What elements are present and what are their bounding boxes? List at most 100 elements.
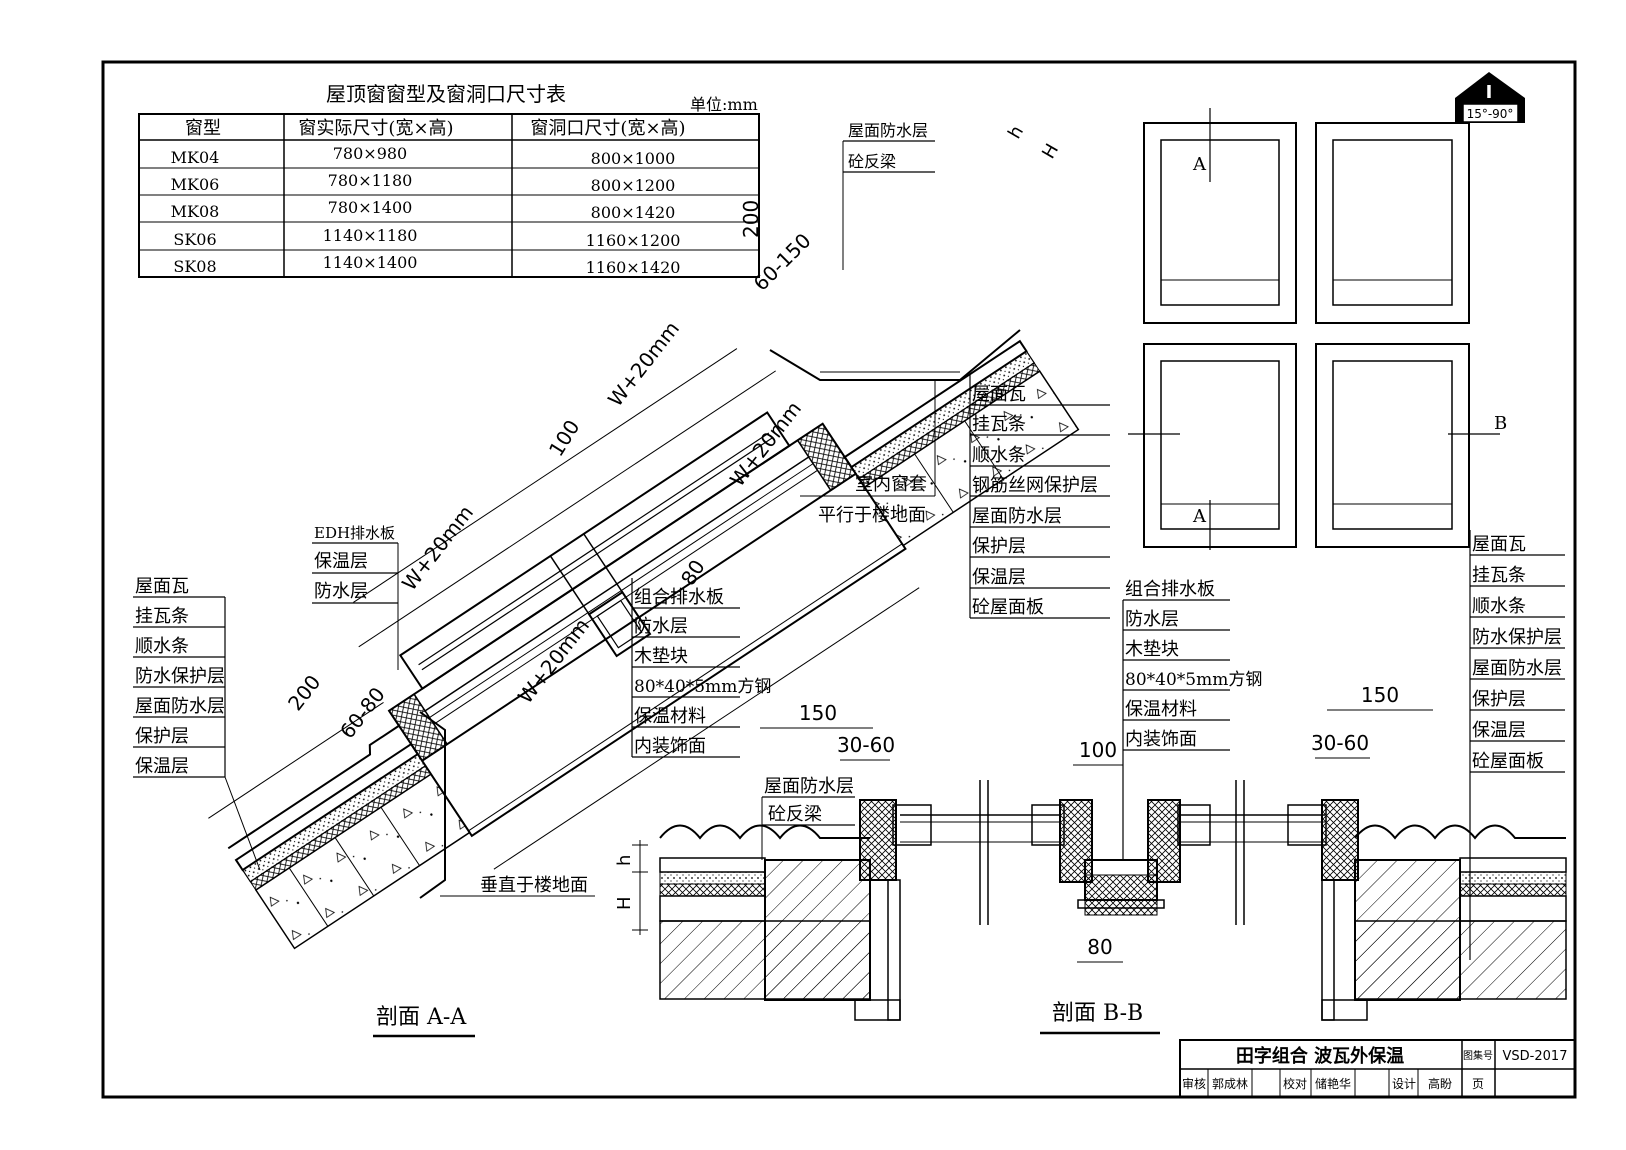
label-aa-right: 钢筋丝网保护层 [972, 475, 1098, 496]
label-bb-right: 顺水条 [1472, 596, 1526, 617]
dim-w20-a: W+20mm [603, 317, 684, 411]
window-elevation: A A B [1128, 108, 1507, 550]
table-cell: MK04 [171, 148, 220, 167]
label-aa: 保护层 [135, 726, 189, 747]
dim-150-right: 150 [1361, 683, 1399, 707]
table-cell: 780×980 [333, 144, 407, 163]
note-perpendicular-floor: 垂直于楼地面 [480, 875, 588, 896]
dim-h-aa: h [1004, 122, 1028, 142]
label-aa-top: 砼反梁 [848, 152, 896, 171]
note-parallel-floor: 平行于楼地面 [818, 505, 926, 526]
atlas-label: 图集号 [1463, 1049, 1493, 1062]
label-aa-right: 屋面防水层 [972, 506, 1062, 527]
dim-200-top: 200 [739, 200, 763, 238]
label-aa-mid: 木垫块 [634, 646, 688, 667]
designer-name: 高盼 [1428, 1076, 1452, 1091]
section-mark-a-bottom: A [1192, 506, 1207, 527]
label-aa: 屋面防水层 [135, 696, 225, 717]
dim-100-bb: 100 [1079, 738, 1117, 762]
section-bb-title-group: 剖面 B-B [1040, 1001, 1160, 1035]
label-bb-right: 屋面防水层 [1472, 658, 1562, 679]
label-aa-mid: 防水层 [634, 616, 688, 637]
section-aa-top-labels: 屋面防水层 砼反梁 [842, 121, 935, 270]
label-bb-center: 木垫块 [1125, 639, 1179, 660]
section-mark-a-top: A [1192, 154, 1207, 175]
table-unit: 单位:mm [690, 95, 758, 114]
section-bb-drawing [632, 780, 1567, 1021]
label-bb-center: 组合排水板 [1125, 579, 1215, 600]
section-aa-title: 剖面 A-A [376, 1005, 467, 1030]
dim-H-bb: H [614, 896, 635, 910]
label-bb-right: 保护层 [1472, 689, 1526, 710]
table-cell: 800×1200 [591, 176, 676, 195]
dim-w20-d: W+20mm [513, 614, 594, 708]
table-title: 屋顶窗窗型及窗洞口尺寸表 [326, 82, 566, 106]
label-aa: 挂瓦条 [135, 606, 189, 627]
slope-range-badge: I 15°-90° [1455, 72, 1525, 123]
table-cell: 780×1400 [328, 198, 413, 217]
section-aa-upper-labels: EDH排水板 保温层 防水层 [312, 524, 399, 670]
dim-H-aa: H [1038, 140, 1063, 162]
title-block: 田字组合 波瓦外保温 图集号 VSD-2017 审核 郭成林 校对 储艳华 设计… [1179, 1039, 1576, 1098]
label-bb-right: 保温层 [1472, 720, 1526, 741]
label-bb-right: 防水保护层 [1472, 627, 1562, 648]
label-aa-upper: 防水层 [314, 581, 368, 602]
label-bb-center: 80*40*5mm方钢 [1125, 670, 1262, 690]
label-aa-upper: EDH排水板 [314, 524, 395, 542]
table-cell: SK06 [173, 230, 216, 249]
dim-60-80: 60-80 [335, 682, 390, 743]
table-header-opening: 窗洞口尺寸(宽×高) [530, 118, 685, 139]
label-aa-right: 砼屋面板 [972, 597, 1044, 618]
label-aa-right: 顺水条 [972, 445, 1026, 466]
table-cell: 780×1180 [328, 171, 413, 190]
badge-symbol: I [1486, 82, 1493, 103]
drawing-title: 田字组合 波瓦外保温 [1236, 1045, 1404, 1067]
dim-200-bottom: 200 [283, 670, 325, 715]
label-aa-right: 保护层 [972, 536, 1026, 557]
dim-h-bb: h [614, 855, 635, 866]
section-aa-drawing [208, 329, 1080, 950]
label-bb-center: 防水层 [1125, 609, 1179, 630]
section-aa-right-labels: 屋面瓦 挂瓦条 顺水条 钢筋丝网保护层 屋面防水层 保护层 保温层 砼屋面板 [969, 375, 1110, 619]
label-bb-center: 保温材料 [1125, 699, 1197, 720]
label-aa: 屋面瓦 [135, 576, 189, 597]
section-aa-title-group: 剖面 A-A [373, 1005, 475, 1038]
section-bb-left-labels: 屋面防水层 砼反梁 [761, 776, 855, 860]
dim-150-left: 150 [799, 701, 837, 725]
label-aa-upper: 保温层 [314, 551, 368, 572]
label-aa-mid: 组合排水板 [634, 587, 724, 608]
label-aa-right: 挂瓦条 [972, 414, 1026, 435]
label-aa: 防水保护层 [135, 666, 225, 687]
dim-30-60-left: 30-60 [837, 733, 895, 757]
note-interior-lining: 室内窗套 [855, 474, 927, 495]
atlas-number: VSD-2017 [1503, 1049, 1568, 1064]
table-cell: 1140×1180 [323, 226, 418, 245]
table-cell: 800×1420 [591, 203, 676, 222]
label-aa-mid: 80*40*5mm方钢 [634, 677, 771, 697]
label-bb-right: 屋面瓦 [1472, 534, 1526, 555]
window-size-table: 屋顶窗窗型及窗洞口尺寸表 单位:mm 窗型 窗实际尺寸(宽×高) 窗洞口尺寸(宽… [138, 82, 760, 278]
section-bb-right-labels: 屋面瓦 挂瓦条 顺水条 防水保护层 屋面防水层 保护层 保温层 砼屋面板 [1469, 530, 1565, 960]
label-bb-center: 内装饰面 [1125, 729, 1197, 750]
page-label: 页 [1472, 1077, 1484, 1091]
label-aa-mid: 内装饰面 [634, 736, 706, 757]
label-aa-top: 屋面防水层 [848, 121, 928, 140]
label-aa-mid: 保温材料 [634, 706, 706, 727]
review-label: 审核 [1182, 1076, 1206, 1091]
label-aa-right: 保温层 [972, 567, 1026, 588]
section-aa-notes: 室内窗套 平行于楼地面 垂直于楼地面 [440, 380, 936, 897]
section-bb-center-labels: 组合排水板 防水层 木垫块 80*40*5mm方钢 保温材料 内装饰面 [1122, 579, 1262, 860]
label-aa: 顺水条 [135, 636, 189, 657]
label-aa-right: 屋面瓦 [972, 384, 1026, 405]
label-bb-left: 屋面防水层 [764, 776, 854, 797]
table-cell: MK08 [171, 202, 220, 221]
section-bb-dimensions: 150 30-60 100 150 30-60 80 h H [614, 683, 1433, 963]
design-label: 设计 [1392, 1077, 1416, 1091]
table-cell: 1140×1400 [323, 253, 418, 272]
checker-name: 储艳华 [1315, 1076, 1351, 1091]
table-cell: 1160×1200 [586, 231, 681, 250]
check-label: 校对 [1283, 1076, 1307, 1091]
dim-80-bb: 80 [1087, 935, 1112, 959]
table-cell: 800×1000 [591, 149, 676, 168]
dim-30-60-right: 30-60 [1311, 731, 1369, 755]
